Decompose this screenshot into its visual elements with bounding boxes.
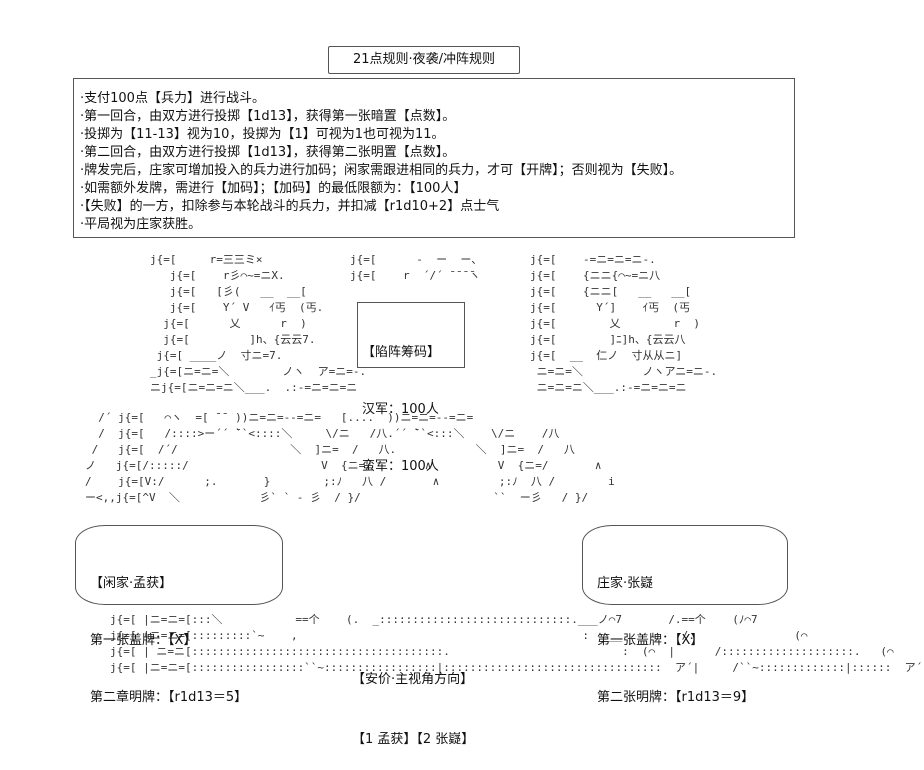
player-left-name: 【闲家·孟获】 [90,576,173,591]
rules-panel: ·支付100点【兵力】进行战斗。 ·第一回合，由双方进行投掷【1d13】，获得第… [73,78,795,238]
player-right-first-card: 第一张盖牌：【X】 [597,633,704,648]
soldier-figure-right: j{=[ -=ニ=ニ=ニ-. j{=[ {ニニ{⌒~=ニ八 j{=[ {ニニ[ … [530,253,718,394]
player-right-second-card: 第二张明牌：【r1d13＝9】 [597,690,755,705]
crowd-figure-bottom: j{=[ |ニ=ニ=[:::＼ ==个 (. _::::::::::::::::… [110,613,923,674]
page-title: 21点规则·夜袭/冲阵规则 [328,46,520,74]
rule-line-1: ·支付100点【兵力】进行战斗。 [80,91,265,106]
chip-pool-panel: 【陷阵筹码】 汉军：100人 蛮军：100人 [357,302,465,474]
chip-pool-title: 【陷阵筹码】 [362,345,441,360]
choice-caption: 【安价·主视角方向】 【1 孟获】【2 张嶷】 [352,630,502,770]
choice-caption-line1: 【安价·主视角方向】 [352,672,474,687]
rule-line-4: ·第二回合，由双方进行投掷【1d13】，获得第二张明置【点数】。 [80,145,456,160]
player-card-right: 庄家·张嶷 第一张盖牌：【X】 第二张明牌：【r1d13＝9】 [582,525,788,705]
chip-han: 汉军：100人 [362,402,439,417]
rule-line-3: ·投掷为【11-13】视为10，投掷为【1】可视为1也可视为11。 [80,127,445,142]
soldier-figure-left: j{=[ r=三三ミ× j{=[ r彡⌒~=ニX. j{=[ [彡( __ __… [150,253,367,394]
soldier-figure-middle: j{=[ - ー ー、 j{=[ r ´/´ ̄ ̄ ̄ ̄ヽ [350,253,483,282]
rule-line-8: ·平局视为庄家获胜。 [80,217,202,232]
rule-line-7: ·【失败】的一方，扣除参与本轮战斗的兵力，并扣减【r1d10+2】点士气 [80,199,500,214]
choice-caption-line2: 【1 孟获】【2 张嶷】 [352,732,475,747]
player-left-second-card: 第二章明牌：【r1d13＝5】 [90,690,248,705]
player-right-name: 庄家·张嶷 [597,576,654,591]
chip-man: 蛮军：100人 [362,459,439,474]
player-left-first-card: 第一张盖牌：【X】 [90,633,197,648]
crowd-figure-lower: /´ j{=[ ⌒ヽ =[ ̄ ̄ ))ニ=ニ=--=ニ= [.... ))ニ=… [85,411,615,504]
player-card-left: 【闲家·孟获】 第一张盖牌：【X】 第二章明牌：【r1d13＝5】 [75,525,283,705]
rule-line-6: ·如需额外发牌，需进行【加码】；【加码】的最低限额为：【100人】 [80,181,467,196]
rule-line-5: ·牌发完后，庄家可增加投入的兵力进行加码；闲家需跟进相同的兵力，才可【开牌】；否… [80,163,683,178]
rule-line-2: ·第一回合，由双方进行投掷【1d13】，获得第一张暗置【点数】。 [80,109,456,124]
